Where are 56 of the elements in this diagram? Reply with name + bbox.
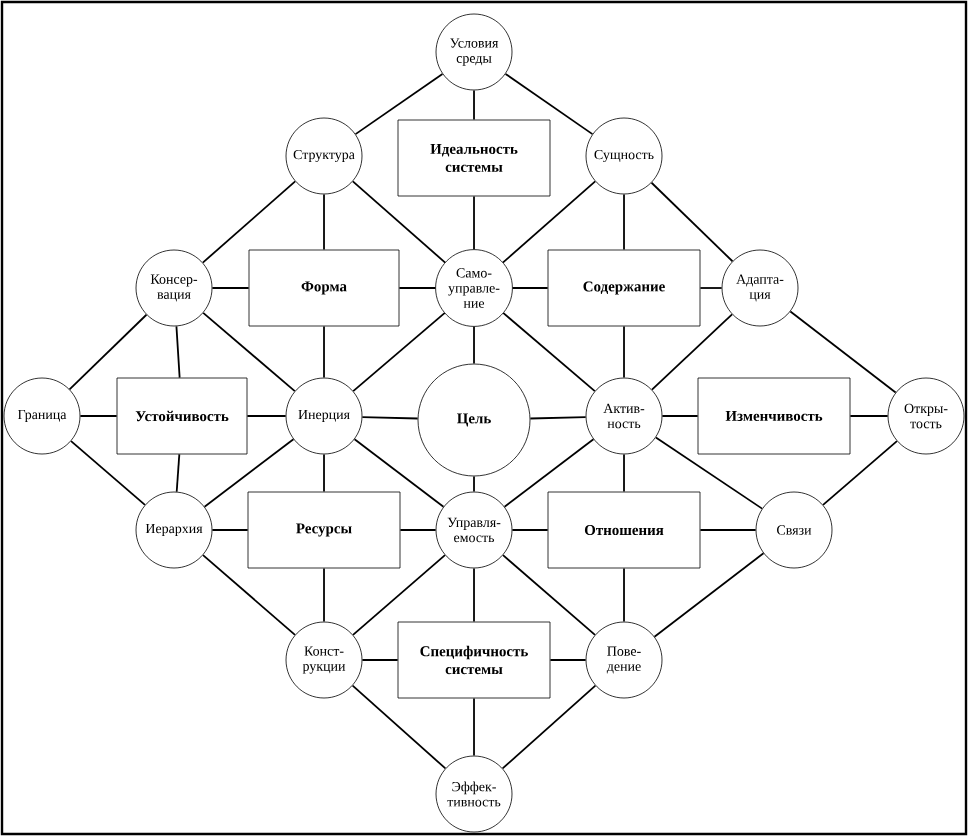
connector-line — [655, 436, 763, 510]
connector-line — [201, 180, 297, 264]
connector-line — [68, 313, 148, 391]
connector-line — [473, 475, 475, 493]
connector-line — [473, 195, 475, 251]
connector-line — [623, 193, 625, 251]
connector-line — [849, 415, 889, 417]
connector-line — [323, 193, 325, 251]
connector-line — [323, 453, 325, 493]
connector-line — [504, 73, 594, 136]
connector-line — [549, 659, 587, 661]
connector-line — [650, 181, 734, 263]
connector-line — [323, 567, 325, 623]
connector-line — [352, 554, 446, 636]
connector-line — [211, 287, 250, 289]
connector-line — [351, 180, 447, 264]
connector-line — [323, 325, 325, 379]
connector-line — [361, 416, 419, 420]
connector-line — [623, 325, 625, 379]
connector-line — [699, 529, 757, 531]
connector-line — [529, 416, 587, 420]
connector-line — [246, 415, 287, 417]
connector-line — [651, 313, 733, 391]
connector-line — [399, 529, 437, 531]
connector-line — [789, 310, 897, 394]
connector-line — [79, 415, 118, 417]
connector-line — [202, 312, 296, 392]
connector-line — [473, 697, 475, 757]
connector-line — [502, 554, 596, 636]
connector-line — [661, 415, 699, 417]
connector-line — [501, 180, 597, 264]
connector-line — [699, 287, 723, 289]
connector-line — [511, 287, 549, 289]
connector-line — [175, 453, 181, 493]
connector-line — [354, 73, 444, 136]
connector-line — [822, 440, 898, 506]
connector-line — [502, 312, 596, 392]
connector-line — [473, 325, 475, 365]
connector-line — [203, 438, 295, 508]
connector-line — [175, 325, 181, 379]
connector-line — [501, 684, 597, 770]
connector-line — [473, 567, 475, 623]
connector-line — [623, 453, 625, 493]
connector-line — [352, 312, 446, 392]
connector-line — [623, 567, 625, 623]
connector-line — [398, 287, 437, 289]
connector-line — [202, 554, 296, 636]
connector-line — [361, 659, 399, 661]
connector-line — [653, 552, 765, 638]
connector-line — [511, 529, 549, 531]
connector-line — [353, 438, 445, 508]
connector-line — [503, 438, 595, 508]
connector-line — [351, 684, 447, 770]
connector-line — [70, 440, 146, 506]
connector-line — [473, 89, 475, 121]
connector-line — [211, 529, 249, 531]
